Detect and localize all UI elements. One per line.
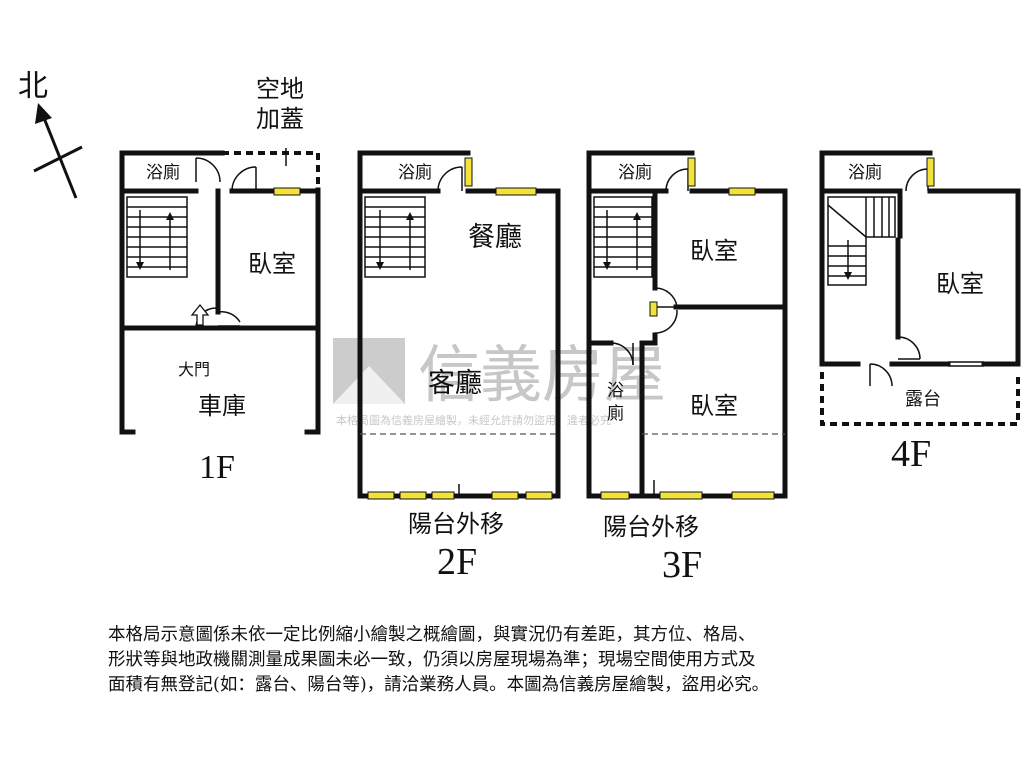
stair-icon xyxy=(126,196,188,278)
f2-dining-label: 餐廳 xyxy=(468,222,522,253)
stair-icon xyxy=(827,196,896,286)
disclaimer-line: 形狀等與地政機關測量成果圖未必一致，仍須以房屋現場為準；現場空間使用方式及 xyxy=(108,650,756,670)
floor-1-title: 1F xyxy=(199,449,235,486)
f4-bedroom-label: 臥室 xyxy=(936,270,984,298)
f1-garage-label: 車庫 xyxy=(198,392,246,420)
floor-2-title: 2F xyxy=(437,541,477,583)
f2-living-label: 客廳 xyxy=(428,368,482,399)
disclaimer-text: 本格局示意圖係未依一定比例縮小繪製之概繪圖，與實況仍有差距，其方位、格局、 形狀… xyxy=(108,623,928,698)
f3-bath2-label-line2: 廁 xyxy=(607,403,624,424)
compass-label: 北 xyxy=(18,69,48,104)
stair-icon xyxy=(593,196,653,278)
f1-bath-label: 浴廁 xyxy=(146,162,180,183)
floor-1-plan: 浴廁 臥室 大門 車庫 空地 加蓋 1F xyxy=(119,75,321,486)
watermark-brand-text: 信義房屋 xyxy=(418,338,666,411)
f2-bath-label: 浴廁 xyxy=(398,162,432,183)
f3-bedroom-bottom-label: 臥室 xyxy=(690,392,738,420)
f1-bedroom-label: 臥室 xyxy=(248,250,296,278)
f4-bath-label: 浴廁 xyxy=(848,162,882,183)
north-compass: 北 xyxy=(18,69,83,199)
floor-2-plan: 浴廁 餐廳 客廳 陽台外移 2F xyxy=(357,150,561,583)
f3-bath-label: 浴廁 xyxy=(618,162,652,183)
compass-cross-line xyxy=(33,145,83,173)
window-icon xyxy=(273,187,301,196)
stair-icon xyxy=(364,196,426,278)
f1-vacant-land-label: 空地 xyxy=(256,75,304,103)
floor-4-title: 4F xyxy=(891,433,931,475)
f1-vacant-land-addon-label: 加蓋 xyxy=(256,105,304,133)
window-icon xyxy=(600,157,775,500)
disclaimer-line: 面積有無登記(如：露台、陽台等)，請洽業務人員。本圖為信義房屋繪製，盜用必究。 xyxy=(108,675,770,695)
disclaimer-line: 本格局示意圖係未依一定比例縮小繪製之概繪圖，與實況仍有差距，其方位、格局、 xyxy=(108,625,756,645)
f4-terrace-label: 露台 xyxy=(905,389,941,410)
window-icon xyxy=(367,157,553,500)
floor-3-plan: 浴廁 臥室 臥室 浴 廁 陽台外移 3F xyxy=(586,150,788,586)
floor-4-plan: 浴廁 臥室 露台 4F xyxy=(819,150,1021,475)
door-icon xyxy=(437,166,463,192)
window-icon xyxy=(926,157,935,187)
brand-watermark: 信義房屋 本格局圖為信義房屋繪製，未經允許請勿盜用，違者必究 xyxy=(333,338,666,427)
floor-3-title: 3F xyxy=(662,544,702,586)
watermark-notice-text: 本格局圖為信義房屋繪製，未經允許請勿盜用，違者必究 xyxy=(336,413,611,427)
f3-bath2-label-line1: 浴 xyxy=(607,381,624,401)
north-arrow-icon xyxy=(35,103,52,124)
f1-entrance-label: 大門 xyxy=(178,360,210,379)
f3-balcony-label: 陽台外移 xyxy=(603,513,699,541)
entrance-arrow-icon xyxy=(190,303,210,326)
door-icon xyxy=(195,157,257,329)
f2-balcony-label: 陽台外移 xyxy=(408,510,504,538)
f3-bedroom-top-label: 臥室 xyxy=(690,237,738,265)
